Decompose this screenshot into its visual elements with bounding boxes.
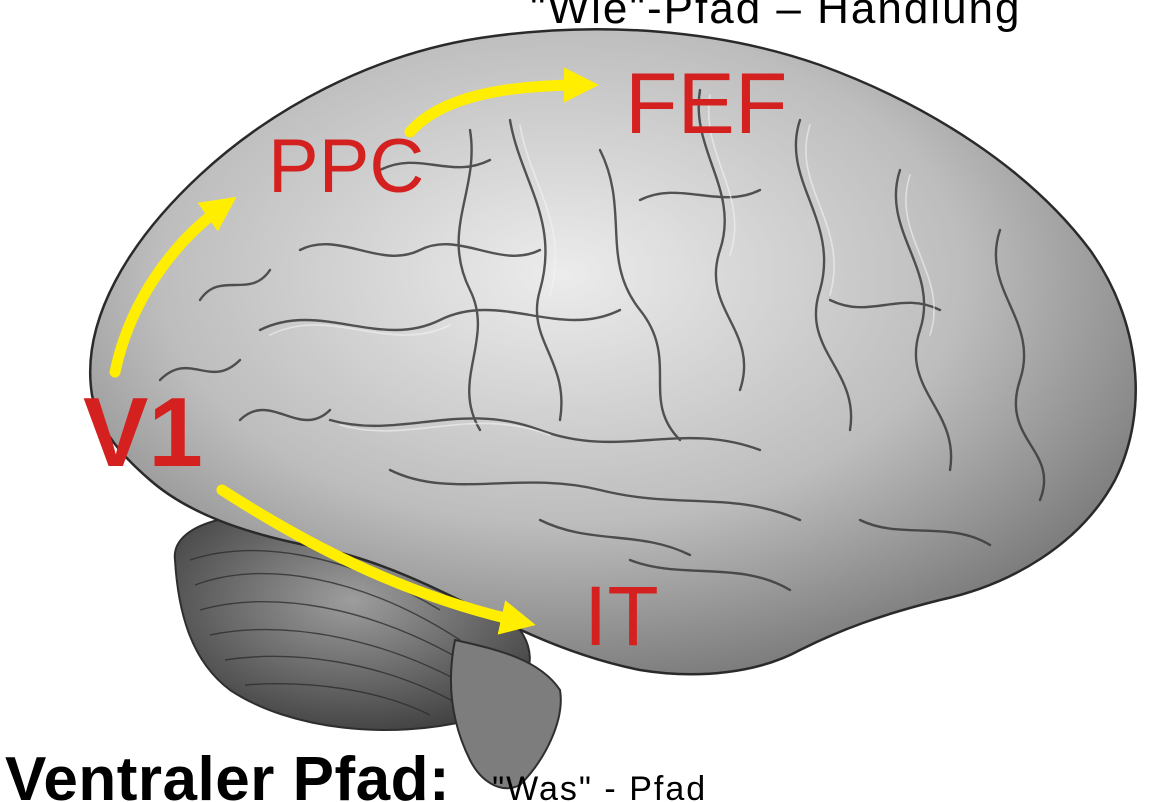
label-v1: V1: [83, 377, 203, 487]
ventral-pathway-subtitle: "Was" - Pfad: [492, 770, 707, 802]
ventral-pathway-caption: Ventraler Pfad: "Was" - Pfad: [0, 744, 707, 802]
label-fef: FEF: [625, 56, 787, 152]
label-it: IT: [584, 569, 659, 663]
label-ppc: PPC: [268, 124, 424, 209]
ventral-pathway-title: Ventraler Pfad:: [0, 744, 450, 802]
